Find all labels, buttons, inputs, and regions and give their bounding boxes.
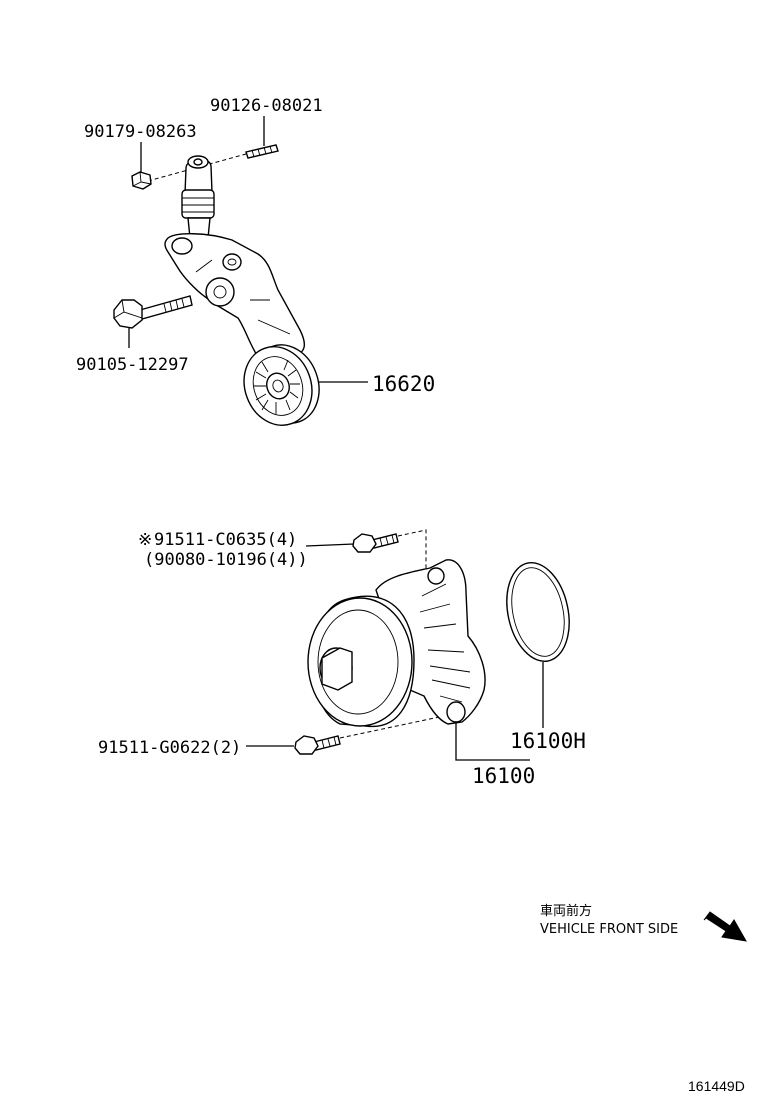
stud-bolt-icon — [245, 144, 279, 159]
label-pump-bolt-a-alt: (90080-10196(4)) — [144, 550, 308, 570]
idler-pulley-icon — [243, 344, 320, 426]
label-stud-bolt: 90126-08021 — [210, 96, 323, 116]
label-tensioner-assy: 16620 — [372, 372, 435, 396]
pump-bolt-a-icon — [352, 533, 399, 553]
diagram-reference-code: 161449D — [688, 1078, 745, 1094]
water-pump-icon — [307, 559, 486, 728]
label-tensioner-bolt: 90105-12297 — [76, 355, 189, 375]
label-water-pump: 16100 — [472, 764, 535, 788]
nut-icon — [131, 171, 152, 190]
tensioner-bolt-icon — [113, 295, 193, 329]
label-pump-bolt-a: 91511-C0635(4) — [154, 530, 297, 550]
tensioner-arm-icon — [164, 155, 306, 361]
label-nut: 90179-08263 — [84, 122, 197, 142]
label-pump-bolt-a-marker: ※ — [138, 530, 152, 550]
label-pump-bolt-b: 91511-G0622(2) — [98, 738, 241, 758]
gasket-icon — [506, 561, 570, 663]
pump-bolt-b-icon — [294, 735, 341, 755]
arrow-down-right-icon — [703, 911, 747, 942]
label-gasket: 16100H — [510, 729, 586, 753]
vehicle-front-label-en: VEHICLE FRONT SIDE — [540, 922, 678, 937]
vehicle-front-label-jp: 車両前方 — [540, 903, 592, 919]
